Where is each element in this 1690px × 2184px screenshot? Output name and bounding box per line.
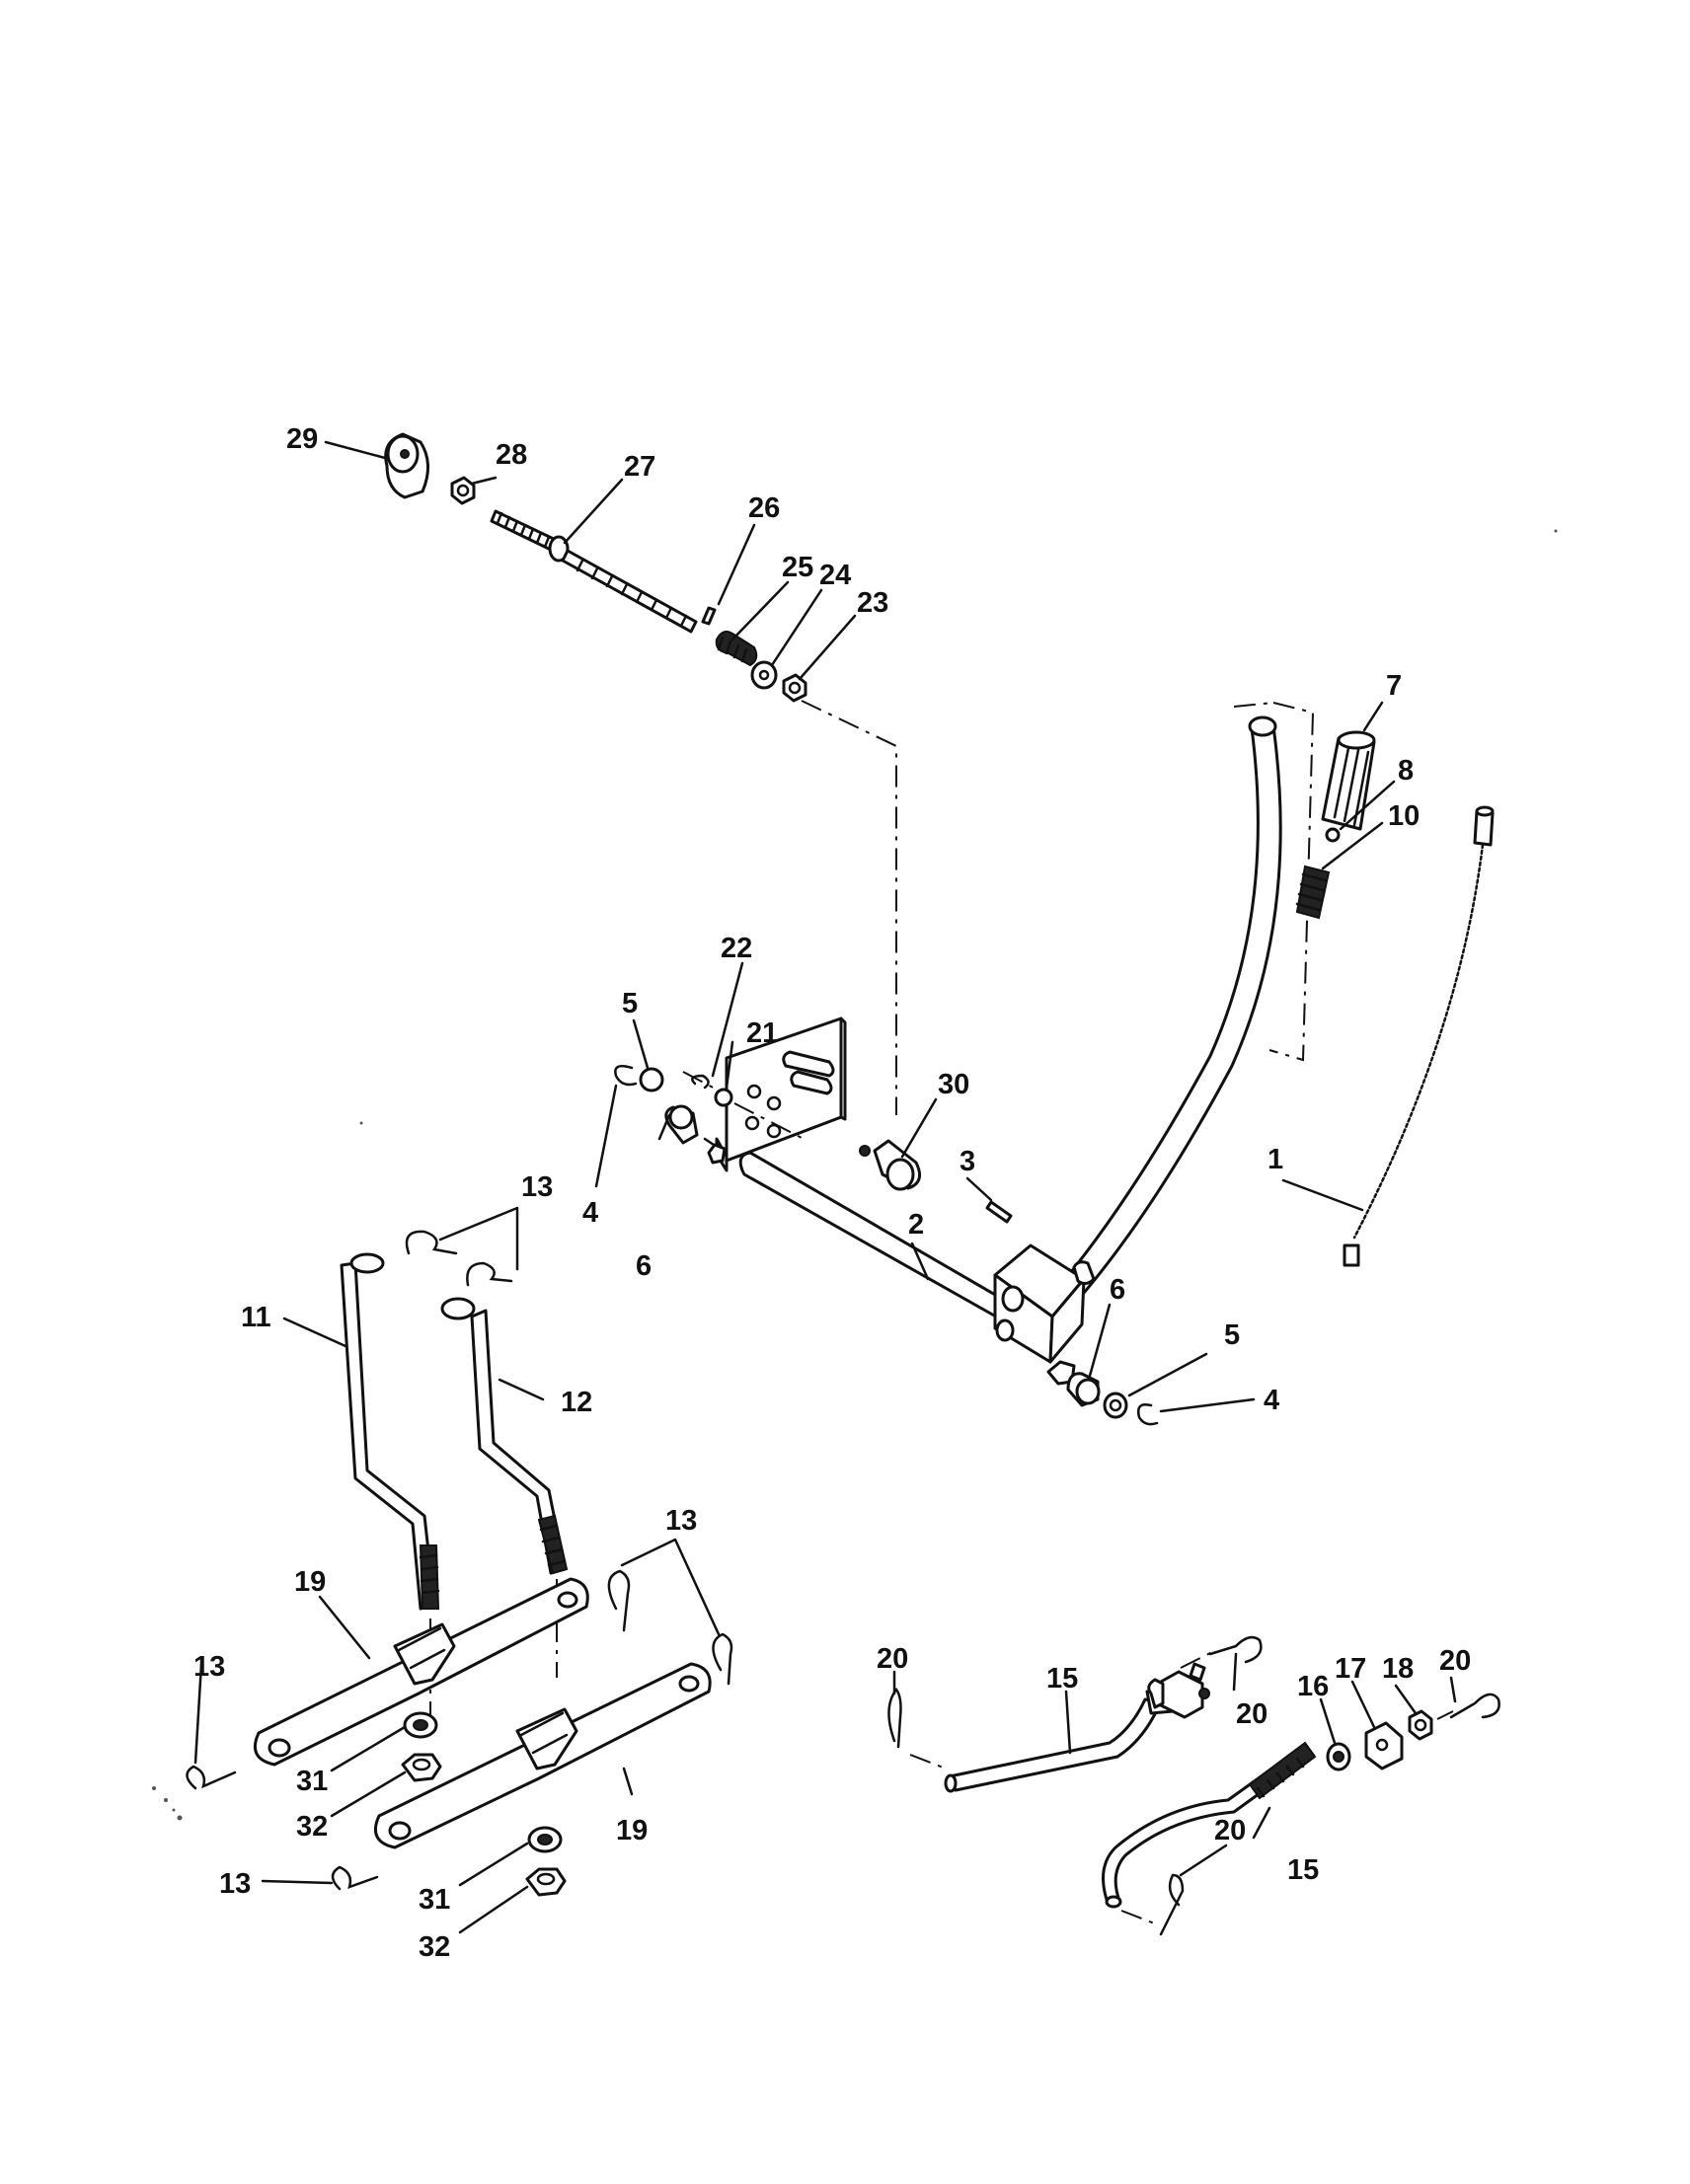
part-32-nut-b <box>525 1867 567 1897</box>
pivot-bracket <box>993 1243 1096 1364</box>
part-13-hairpin-e <box>186 1765 237 1790</box>
mounting-bracket <box>715 1017 847 1172</box>
callout-8: 8 <box>1398 755 1414 787</box>
part-17-swivel <box>1364 1721 1404 1770</box>
part-18-nut <box>1408 1709 1433 1741</box>
part-20-hairpin-d <box>1159 1873 1185 1936</box>
callout-13-left: 13 <box>193 1651 225 1683</box>
callout-29: 29 <box>286 423 318 455</box>
handle-shaft <box>1060 724 1282 1295</box>
part-1-cable <box>1343 805 1495 1267</box>
callout-31-lower: 31 <box>419 1884 450 1916</box>
callout-5-right: 5 <box>1224 1319 1240 1351</box>
callout-11: 11 <box>241 1302 271 1333</box>
part-20-hairpin-a <box>887 1687 902 1749</box>
callout-7: 7 <box>1386 670 1402 702</box>
adjustment-rod-assembly <box>384 432 807 703</box>
part-20-hairpin-c <box>1449 1693 1500 1719</box>
part-15-rod-upper <box>948 1697 1163 1792</box>
part-21-washer <box>714 1088 733 1107</box>
part-27-threaded-rod <box>490 509 560 553</box>
callout-19-upper: 19 <box>294 1566 326 1598</box>
part-26-pin <box>701 606 717 626</box>
part-23-nut <box>782 673 807 703</box>
callout-4-right: 4 <box>1264 1385 1279 1416</box>
part-19-lift-arm-lower <box>374 1662 712 1849</box>
part-13-hairpin-b <box>466 1261 513 1287</box>
callout-3: 3 <box>960 1146 975 1177</box>
part-13-hairpin-a <box>405 1230 458 1255</box>
part-8-ball <box>1325 827 1341 843</box>
callout-20-lower: 20 <box>1214 1815 1246 1846</box>
callout-27: 27 <box>624 451 655 483</box>
callout-15-upper: 15 <box>1046 1663 1078 1694</box>
callout-1: 1 <box>1268 1144 1283 1175</box>
part-11-lift-link <box>340 1252 440 1611</box>
callout-13-mid: 13 <box>665 1505 697 1537</box>
part-5-washer-right <box>1103 1392 1128 1419</box>
callout-12: 12 <box>561 1387 592 1418</box>
callout-16: 16 <box>1297 1671 1329 1702</box>
callout-22: 22 <box>721 933 752 964</box>
callout-13-top: 13 <box>521 1171 553 1203</box>
callout-32-lower: 32 <box>419 1931 450 1963</box>
callout-5: 5 <box>622 988 638 1019</box>
part-13-hairpin-c <box>607 1569 631 1632</box>
callout-6-right: 6 <box>1110 1274 1125 1306</box>
leader-lines <box>193 440 1457 1934</box>
callout-24: 24 <box>819 560 851 591</box>
callout-10: 10 <box>1388 800 1420 832</box>
callout-20-left: 20 <box>877 1643 908 1675</box>
callout-21: 21 <box>746 1017 778 1049</box>
part-4-clip-left <box>614 1065 638 1087</box>
callout-13-bottom: 13 <box>219 1868 251 1900</box>
part-20-hairpin-b <box>1208 1635 1263 1664</box>
part-13-hairpin-d <box>712 1632 733 1686</box>
callout-15-lower: 15 <box>1287 1854 1319 1886</box>
callout-31-upper: 31 <box>296 1766 328 1797</box>
part-28-nut <box>450 476 476 505</box>
callout-23: 23 <box>857 587 888 619</box>
part-12-lift-link <box>440 1297 569 1575</box>
callout-2: 2 <box>908 1209 924 1241</box>
callout-32-upper: 32 <box>296 1811 328 1843</box>
callout-26: 26 <box>748 492 780 524</box>
part-3-pin <box>985 1200 1013 1224</box>
callout-4: 4 <box>582 1197 598 1229</box>
callout-30: 30 <box>938 1069 969 1100</box>
callout-18: 18 <box>1382 1653 1414 1685</box>
part-5-washer-left <box>639 1067 664 1092</box>
callout-25: 25 <box>782 552 813 583</box>
part-24-washer <box>750 660 778 690</box>
callout-19-lower: 19 <box>616 1815 648 1846</box>
callout-labels: 29 28 27 26 25 24 23 7 8 10 22 21 5 30 3… <box>193 423 1471 1963</box>
callout-6: 6 <box>636 1250 652 1282</box>
part-22-clip <box>691 1074 710 1090</box>
part-13-hairpin-f <box>331 1865 379 1891</box>
callout-28: 28 <box>496 439 527 471</box>
callout-20-right: 20 <box>1439 1645 1471 1677</box>
part-32-nut-a <box>401 1753 442 1782</box>
callout-17: 17 <box>1335 1653 1366 1685</box>
part-4-clip-right <box>1137 1403 1159 1426</box>
part-19-lift-arm-upper <box>254 1577 589 1767</box>
callout-20-upper: 20 <box>1236 1698 1268 1730</box>
lift-handle <box>1060 702 1376 1295</box>
